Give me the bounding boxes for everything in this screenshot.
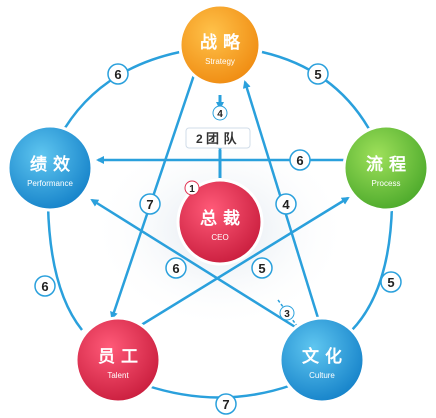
svg-text:6: 6 [41,279,48,294]
node-strategy: 战 略 Strategy [178,3,262,87]
process-label: 流 程 [366,154,406,175]
svg-text:4: 4 [217,109,223,120]
arc-strategy-performance [56,50,181,142]
team-box: 2 团 队 [185,127,251,149]
ceo-sublabel: CEO [211,233,228,242]
badge-perf-talent: 6 [34,275,56,297]
badge-cross5: 5 [251,257,273,279]
node-performance: 绩 效 Performance [6,124,94,212]
process-sublabel: Process [372,179,401,188]
performance-label: 绩 效 [30,154,70,175]
badge-right4: 4 [275,193,297,215]
svg-text:1: 1 [189,184,195,195]
badge-process-culture: 5 [380,271,402,293]
ceo-label: 总 裁 [200,208,240,229]
strategy-sublabel: Strategy [205,57,235,66]
line-culture-performance [90,198,301,332]
node-process: 流 程 Process [342,124,430,212]
node-talent: 员 工 Talent [74,316,162,404]
node-ceo: 总 裁 CEO [176,178,264,266]
culture-label: 文 化 [302,346,342,367]
performance-sublabel: Performance [27,179,73,188]
badge-process-perf: 6 [289,149,311,171]
badge-left7: 7 [139,193,161,215]
badge-arrow4-top: 4 [212,105,228,121]
arc-process-culture [351,198,397,331]
arc-strategy-process [261,50,377,142]
talent-sublabel: Talent [107,371,129,380]
badge-cross6: 6 [165,257,187,279]
svg-text:4: 4 [282,197,290,212]
badges: 6 5 4 6 1 7 4 6 [34,63,402,415]
svg-text:7: 7 [146,197,153,212]
strategy-label: 战 略 [200,32,241,53]
culture-sublabel: Culture [309,371,335,380]
badge-3: 3 [279,305,295,321]
svg-text:6: 6 [296,153,303,168]
svg-text:7: 7 [222,397,229,412]
node-culture: 文 化 Culture [278,316,366,404]
team-number: 2 [196,132,203,146]
svg-text:5: 5 [258,261,265,276]
badge-ceo: 1 [184,180,200,196]
badge-talent-culture: 7 [215,393,237,415]
line-talent-process [124,196,350,337]
svg-text:5: 5 [387,275,394,290]
svg-text:3: 3 [284,309,290,320]
badge-strategy-process: 5 [307,63,329,85]
team-label: 团 队 [206,132,238,147]
arc-performance-talent [43,198,83,331]
badge-strategy-perf: 6 [107,63,129,85]
svg-text:5: 5 [314,67,321,82]
svg-text:6: 6 [114,67,121,82]
talent-label: 员 工 [98,347,138,367]
svg-text:6: 6 [172,261,179,276]
arc-talent-culture [138,379,293,399]
